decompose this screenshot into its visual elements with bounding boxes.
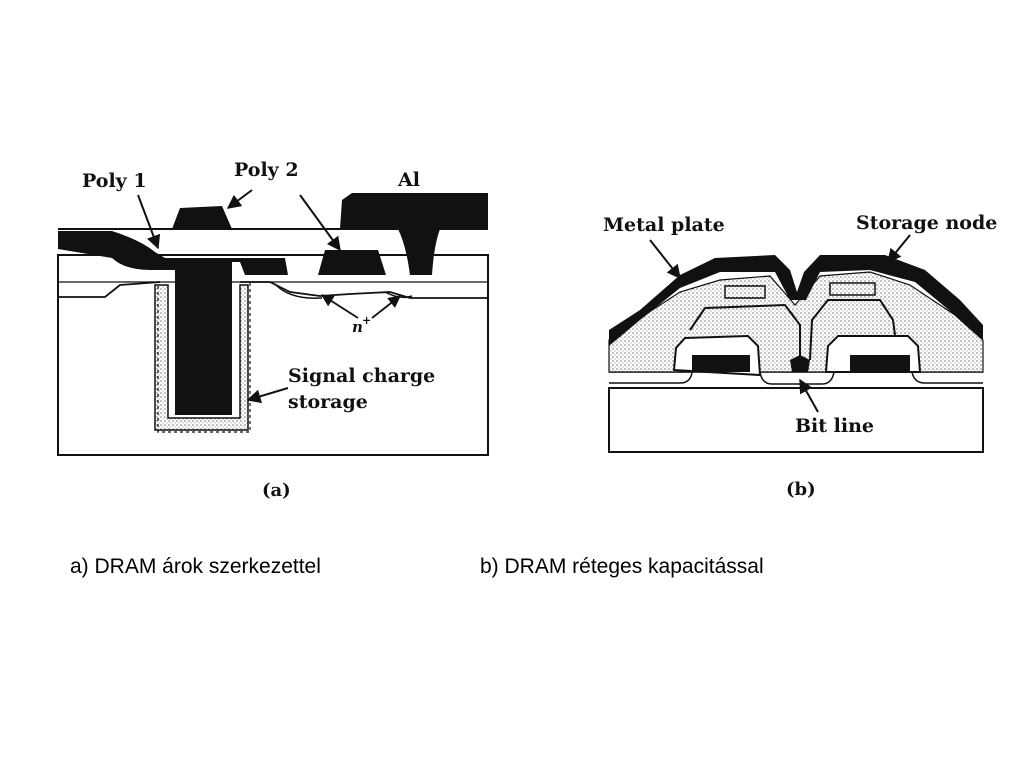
label-bit-line: Bit line (795, 415, 874, 437)
poly2-gate-right (318, 250, 386, 275)
label-al: Al (397, 169, 420, 191)
al-contact (340, 193, 488, 275)
caption-b: b) DRAM réteges kapacitással (480, 555, 764, 578)
label-poly1: Poly 1 (82, 170, 147, 192)
caption-a: a) DRAM árok szerkezettel (70, 555, 321, 578)
gate-right (850, 355, 910, 372)
metal-plate (609, 255, 983, 346)
panel-label-b: (b) (786, 479, 816, 500)
storage-node-right (809, 299, 896, 361)
panel-label-a: (a) (262, 480, 291, 501)
substrate-b (608, 387, 984, 453)
label-storage-node: Storage node (856, 212, 997, 234)
poly1-layer (58, 231, 175, 270)
figure-a-trench-dram: Poly 1 Poly 2 Al n + Signal charge stora… (57, 159, 489, 501)
storage-node-left (689, 303, 801, 360)
label-storage: storage (288, 391, 368, 413)
trench-poly-fill (168, 258, 232, 415)
n-plus-junction-left (274, 283, 323, 299)
label-signal-charge: Signal charge (288, 365, 435, 387)
bit-line-contact (790, 355, 810, 372)
label-metal-plate: Metal plate (603, 214, 725, 236)
poly2-gate-left (172, 206, 232, 229)
gate-left (692, 355, 750, 372)
label-n-plus: n (352, 318, 363, 336)
trench-dielectric (154, 284, 249, 431)
label-n-plus-sup: + (362, 314, 371, 327)
label-poly2: Poly 2 (234, 159, 299, 181)
figure-b-stacked-dram: Metal plate Storage node Bit line (b) (603, 212, 997, 500)
